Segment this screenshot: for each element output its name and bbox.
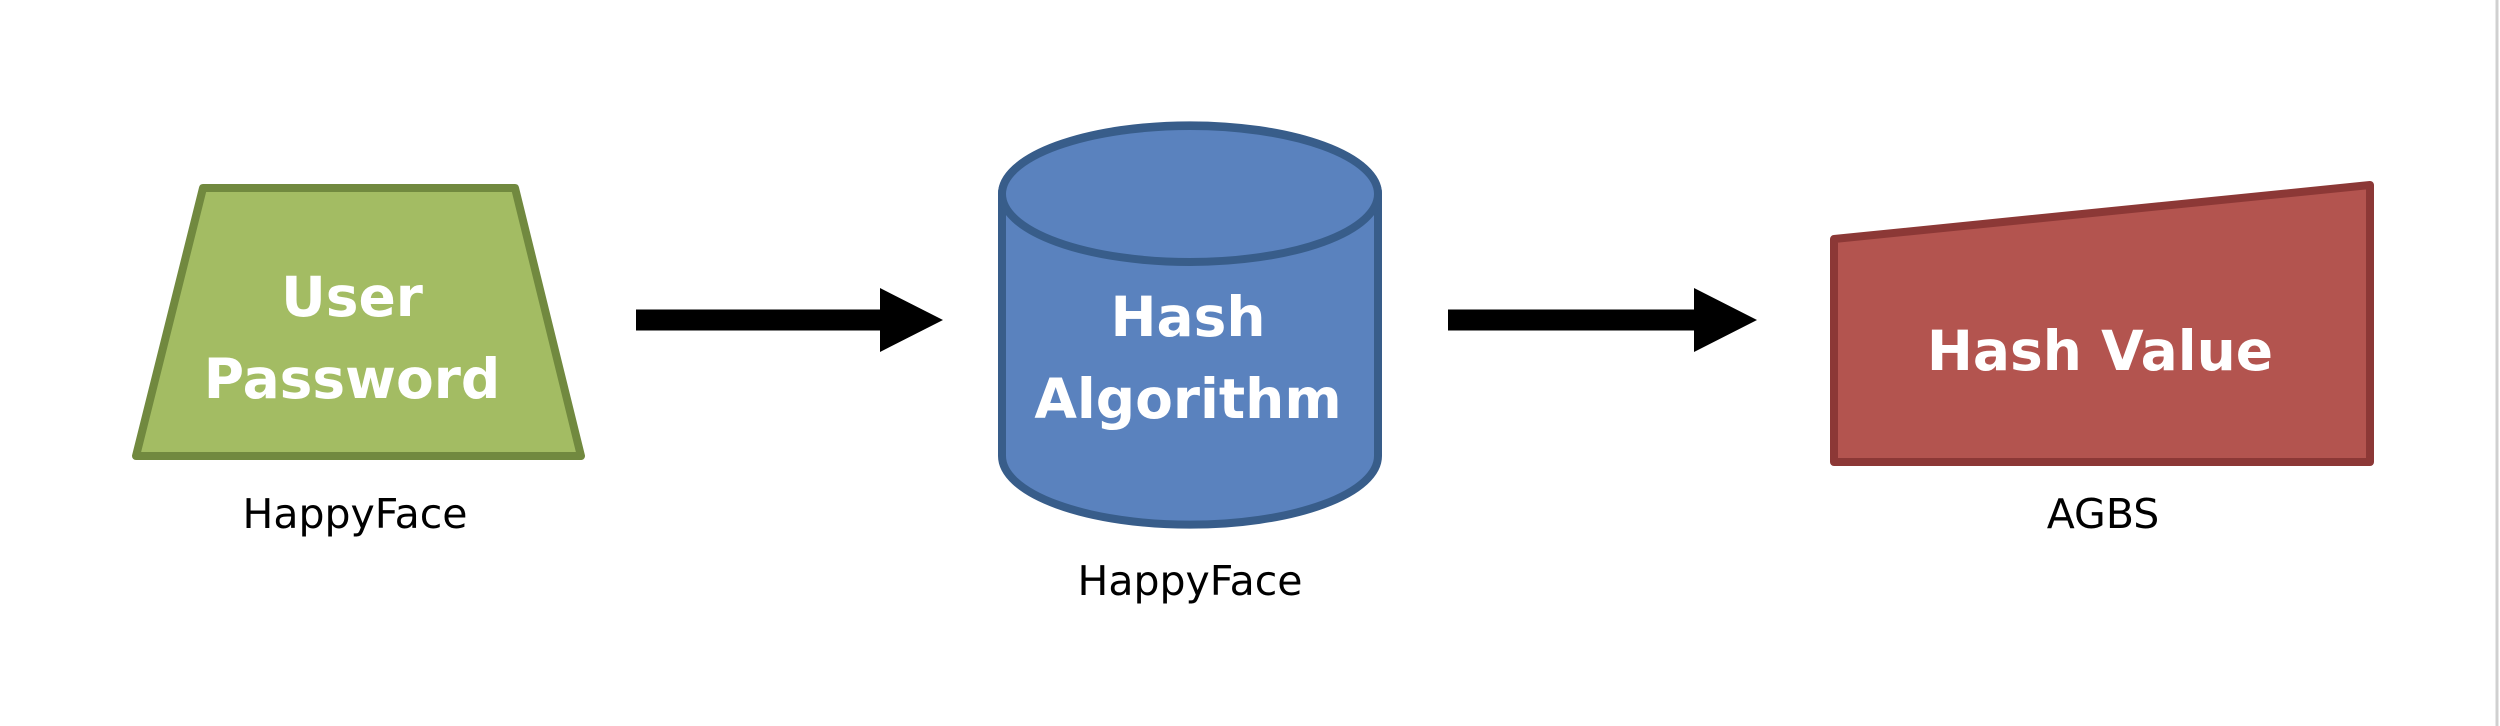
user-password-label-line2: Password bbox=[204, 347, 501, 411]
user-password-node: User Password bbox=[132, 184, 585, 460]
arrow-password-to-algorithm bbox=[636, 288, 943, 352]
hash-algorithm-label-line1: Hash bbox=[1110, 285, 1265, 349]
user-password-caption: HappyFace bbox=[243, 490, 468, 538]
hash-value-label: Hash Value bbox=[1927, 319, 2273, 383]
hash-algorithm-caption: HappyFace bbox=[1078, 557, 1303, 605]
hash-algorithm-node: Hash Algorithm bbox=[998, 121, 1382, 529]
hash-algorithm-label-line2: Algorithm bbox=[1034, 367, 1341, 431]
hash-value-shape bbox=[1830, 181, 2374, 466]
user-password-trapezoid bbox=[132, 184, 585, 460]
hash-value-node: Hash Value bbox=[1830, 181, 2374, 466]
hash-algorithm-cylinder-top bbox=[998, 122, 1382, 266]
arrow-algorithm-to-hash-value bbox=[1448, 288, 1757, 352]
user-password-label-line1: User bbox=[281, 265, 423, 329]
hash-value-caption: AGBS bbox=[2047, 490, 2160, 538]
